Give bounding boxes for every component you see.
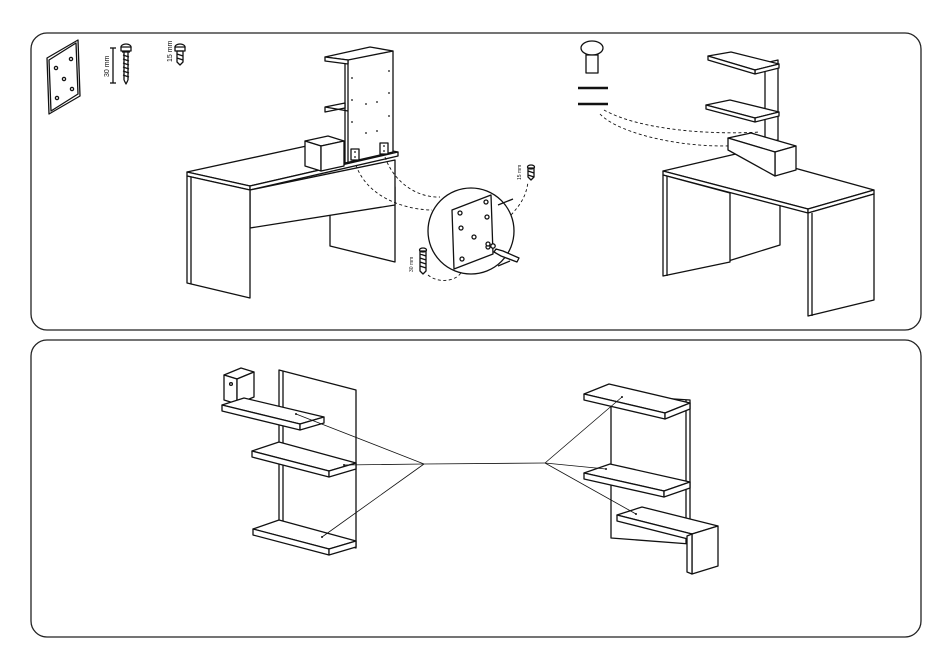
desk-right-view: [663, 52, 874, 316]
step-frame-bottom: [31, 340, 921, 637]
short-screw-length-label: 15 mm: [167, 40, 174, 62]
bracket-detail-zoom: [428, 188, 519, 274]
desk-left-view: [187, 47, 398, 298]
long-screw-detail-label: 30 mm: [409, 257, 415, 272]
cover-cap-icon: [578, 41, 608, 104]
long-screw-length-label: 30 mm: [104, 55, 111, 77]
long-screw-icon: [110, 44, 131, 84]
short-screw-detail-icon: [528, 165, 535, 180]
short-screw-detail-label: 15 mm: [517, 165, 523, 180]
short-screw-icon: [175, 44, 185, 65]
mounting-plate-icon: [47, 40, 80, 114]
long-screw-detail-icon: [420, 248, 427, 274]
detail-leader-3: [511, 182, 528, 215]
cap-leader-1: [600, 114, 745, 146]
